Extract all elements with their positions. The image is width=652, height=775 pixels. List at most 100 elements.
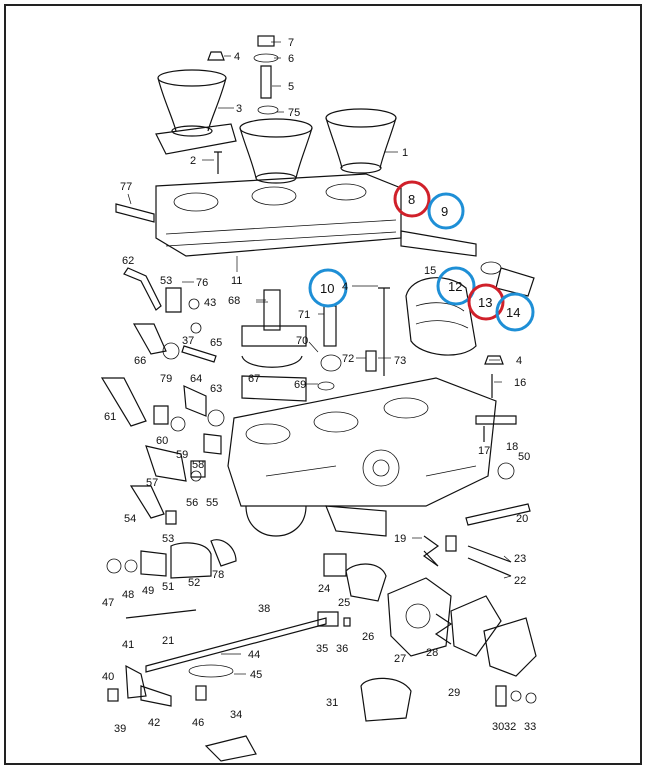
fuel-cover-15 <box>405 277 477 356</box>
label-1: 1 <box>402 147 408 159</box>
stud-2 <box>214 151 222 174</box>
label-70: 70 <box>296 335 308 347</box>
label-39: 39 <box>114 723 126 735</box>
label-31: 31 <box>326 697 338 709</box>
velocity-stack-right <box>325 108 397 174</box>
top-cover <box>155 173 402 257</box>
label-79: 79 <box>160 373 172 385</box>
leader-lines <box>127 41 512 675</box>
label-37: 37 <box>182 335 194 347</box>
label-66: 66 <box>134 355 146 367</box>
label-24: 24 <box>318 583 330 595</box>
label-53b: 53 <box>162 533 174 545</box>
right-rods-springs <box>422 415 531 577</box>
accelerator-pump-parts <box>317 553 537 722</box>
label-38: 38 <box>258 603 270 615</box>
label-45: 45 <box>250 669 262 681</box>
label-23: 23 <box>514 553 526 565</box>
label-4: 4 <box>234 51 240 63</box>
label-60: 60 <box>156 435 168 447</box>
label-28: 28 <box>426 647 438 659</box>
label-59: 59 <box>176 449 188 461</box>
part-drawings <box>100 35 537 762</box>
label-53: 53 <box>160 275 172 287</box>
label-30: 30 <box>492 721 504 733</box>
bracket-77 <box>115 203 155 223</box>
label-22: 22 <box>514 575 526 587</box>
label-18: 18 <box>506 441 518 453</box>
label-15: 15 <box>424 265 436 277</box>
label-43: 43 <box>204 297 216 309</box>
exploded-parts-diagram: 7 4 6 5 3 75 1 2 77 8 9 11 62 53 76 10 4… <box>100 35 537 762</box>
label-55: 55 <box>206 497 218 509</box>
label-75: 75 <box>288 107 300 119</box>
label-19: 19 <box>394 533 406 545</box>
label-4b: 4 <box>342 281 348 293</box>
carburetor-body <box>227 377 497 537</box>
label-9: 9 <box>441 204 448 219</box>
velocity-stack-middle <box>239 118 313 184</box>
diagram-frame: 7 4 6 5 3 75 1 2 77 8 9 11 62 53 76 10 4… <box>4 4 642 765</box>
label-4c: 4 <box>516 355 522 367</box>
highlight-13 <box>467 283 505 321</box>
label-72: 72 <box>342 353 354 365</box>
label-46: 46 <box>192 717 204 729</box>
label-68: 68 <box>228 295 240 307</box>
highlight-10 <box>308 268 348 308</box>
label-73: 73 <box>394 355 406 367</box>
label-14: 14 <box>506 305 520 320</box>
label-54: 54 <box>124 513 136 525</box>
highlight-14 <box>495 292 535 332</box>
label-64: 64 <box>190 373 202 385</box>
linkage-assembly <box>106 539 327 762</box>
label-71: 71 <box>298 309 310 321</box>
label-10: 10 <box>320 281 334 296</box>
highlight-8 <box>393 180 431 218</box>
label-16: 16 <box>514 377 526 389</box>
label-33: 33 <box>524 721 536 733</box>
label-58: 58 <box>192 459 204 471</box>
label-3: 3 <box>236 103 242 115</box>
label-8: 8 <box>408 192 415 207</box>
label-78: 78 <box>212 569 224 581</box>
label-34: 34 <box>230 709 242 721</box>
label-44: 44 <box>248 649 260 661</box>
label-47: 47 <box>102 597 114 609</box>
label-49: 49 <box>142 585 154 597</box>
label-62: 62 <box>122 255 134 267</box>
label-41: 41 <box>122 639 134 651</box>
label-13: 13 <box>478 295 492 310</box>
label-27: 27 <box>394 653 406 665</box>
left-small-parts <box>100 267 225 525</box>
idle-jet-stack <box>207 35 279 115</box>
label-61: 61 <box>104 411 116 423</box>
stack-gasket <box>155 123 237 155</box>
label-17: 17 <box>478 445 490 457</box>
label-5: 5 <box>288 81 294 93</box>
label-40: 40 <box>102 671 114 683</box>
highlight-circles <box>308 180 535 332</box>
fuel-pipe-fittings <box>400 230 535 297</box>
label-29: 29 <box>448 687 460 699</box>
label-21: 21 <box>162 635 174 647</box>
emulsion-parts <box>241 287 390 402</box>
label-48: 48 <box>122 589 134 601</box>
label-7: 7 <box>288 37 294 49</box>
label-76: 76 <box>196 277 208 289</box>
nut-4-right <box>484 355 504 365</box>
label-25: 25 <box>338 597 350 609</box>
label-26: 26 <box>362 631 374 643</box>
label-56: 56 <box>186 497 198 509</box>
label-20: 20 <box>516 513 528 525</box>
highlight-12 <box>436 266 476 306</box>
label-65: 65 <box>210 337 222 349</box>
part-labels: 7 4 6 5 3 75 1 2 77 8 9 11 62 53 76 10 4… <box>102 37 536 735</box>
label-6: 6 <box>288 53 294 65</box>
label-67: 67 <box>248 373 260 385</box>
label-52: 52 <box>188 577 200 589</box>
label-57: 57 <box>146 477 158 489</box>
label-35: 35 <box>316 643 328 655</box>
label-11: 11 <box>231 275 242 287</box>
label-12: 12 <box>448 279 462 294</box>
highlight-9 <box>427 192 465 230</box>
